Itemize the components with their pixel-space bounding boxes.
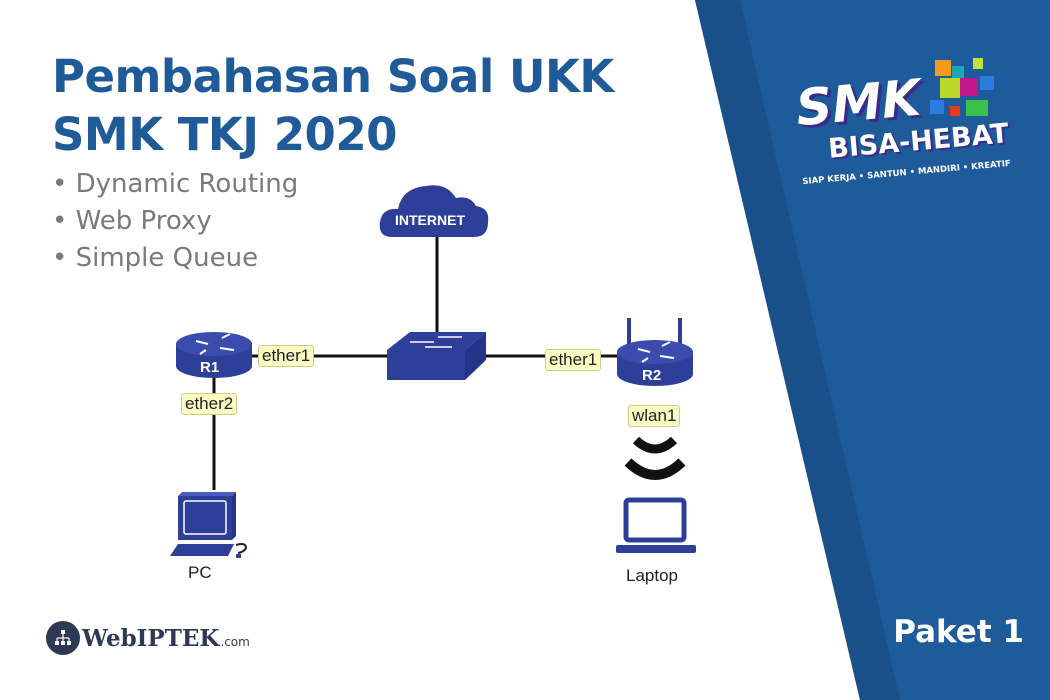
site-tld: .com xyxy=(220,634,250,649)
webiptek-logo[interactable]: WebIPTEK .com xyxy=(46,621,250,655)
page-title: Pembahasan Soal UKK SMK TKJ 2020 xyxy=(52,48,614,164)
title-line-1: Pembahasan Soal UKK xyxy=(52,50,614,103)
smk-bisa-hebat-logo: SMK BISA-HEBAT SIAP KERJA • SANTUN • MAN… xyxy=(790,48,1030,198)
topic-item: Web Proxy xyxy=(52,203,298,240)
r1-label: R1 xyxy=(200,359,220,376)
laptop-icon xyxy=(616,497,696,553)
paket-badge: Paket 1 xyxy=(893,614,1024,650)
r1-ether2-tag: ether2 xyxy=(181,393,238,415)
r2-ether1-tag: ether1 xyxy=(545,349,602,371)
topic-item: Simple Queue xyxy=(52,240,298,277)
switch-icon xyxy=(387,332,486,380)
pc-label: PC xyxy=(188,563,212,582)
r1-ether1-tag: ether1 xyxy=(258,345,315,367)
title-line-2: SMK TKJ 2020 xyxy=(52,108,397,161)
router-r2-icon xyxy=(617,318,693,386)
internet-cloud-icon xyxy=(379,185,489,237)
topic-item: Dynamic Routing xyxy=(52,166,299,203)
laptop-label: Laptop xyxy=(626,566,678,585)
internet-label: INTERNET xyxy=(395,212,465,228)
color-squares-icon xyxy=(930,58,994,116)
router-r1-icon xyxy=(176,332,252,378)
network-tree-icon xyxy=(46,621,80,655)
r2-wlan1-tag: wlan1 xyxy=(628,405,681,427)
site-brand: WebIPTEK xyxy=(82,624,220,652)
r2-label: R2 xyxy=(642,367,662,384)
wireless-signal-icon xyxy=(624,436,686,480)
topic-list: Dynamic Routing Web Proxy Simple Queue xyxy=(52,166,299,277)
pc-icon xyxy=(170,492,248,558)
